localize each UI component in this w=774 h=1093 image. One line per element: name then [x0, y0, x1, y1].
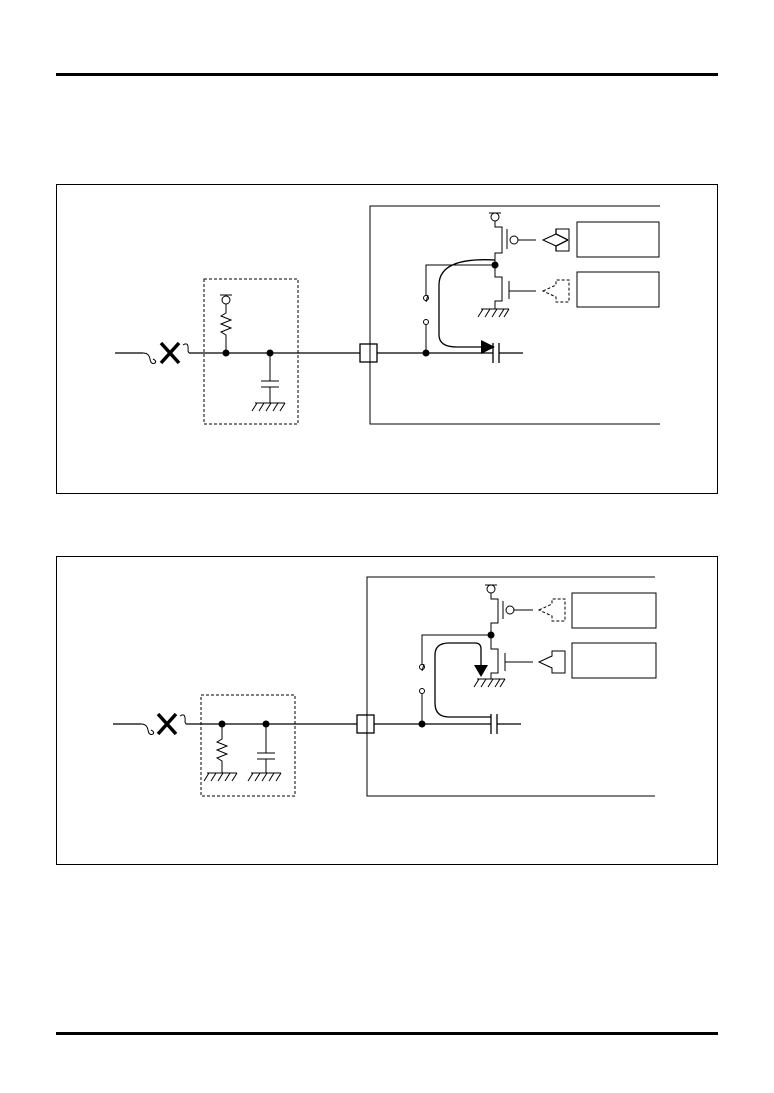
solid-control-arrow	[537, 650, 566, 674]
open-input-wire	[113, 723, 155, 735]
ground-icon	[247, 772, 282, 782]
input-pad	[359, 343, 378, 363]
ground-icon	[203, 772, 238, 782]
chip-outline	[366, 576, 655, 797]
arrow-icon	[474, 665, 488, 677]
break-curl	[179, 714, 187, 725]
power-icon	[490, 212, 500, 222]
arrow-icon	[555, 229, 569, 251]
current-path-arrow	[438, 259, 496, 354]
control-block-top	[576, 221, 660, 258]
power-icon	[486, 584, 496, 594]
external-component-box	[203, 278, 299, 425]
pull-up-figure	[56, 184, 718, 494]
arrow-icon	[481, 340, 495, 354]
current-path-arrow	[434, 642, 491, 718]
pull-down-circuit-diagram	[113, 576, 657, 797]
filter-capacitor	[251, 349, 286, 412]
footer-rule	[56, 1032, 718, 1035]
control-block-top	[571, 592, 657, 629]
ground-icon	[251, 402, 286, 412]
nmos-transistor	[473, 635, 533, 688]
power-icon	[221, 295, 231, 305]
external-component-box	[200, 694, 296, 797]
pmos-transistor	[489, 212, 536, 265]
pull-down-resistor	[203, 720, 238, 782]
control-block-bottom	[576, 271, 660, 308]
input-pad	[356, 714, 375, 734]
solid-control-arrow	[541, 228, 570, 252]
internal-switch	[423, 264, 495, 353]
pmos-transistor	[485, 584, 533, 635]
pull-up-circuit-diagram	[115, 205, 660, 425]
open-input-wire	[115, 352, 157, 364]
gate-input	[492, 343, 523, 363]
ground-icon	[477, 308, 510, 318]
dashed-control-arrow	[537, 598, 566, 622]
ground-icon	[473, 678, 506, 688]
internal-switch	[419, 634, 491, 724]
cross-mark-icon	[156, 712, 178, 736]
nmos-transistor	[477, 265, 536, 318]
filter-capacitor	[247, 720, 282, 782]
gate-input	[490, 714, 521, 734]
break-curl	[182, 343, 190, 354]
header-rule	[56, 73, 718, 76]
control-block-bottom	[571, 642, 657, 679]
junction-dot	[222, 349, 230, 357]
cross-mark-icon	[159, 341, 181, 365]
pull-down-figure	[56, 556, 718, 865]
dashed-control-arrow	[541, 279, 570, 303]
chip-outline	[369, 205, 660, 425]
pull-up-resistor	[219, 294, 233, 353]
